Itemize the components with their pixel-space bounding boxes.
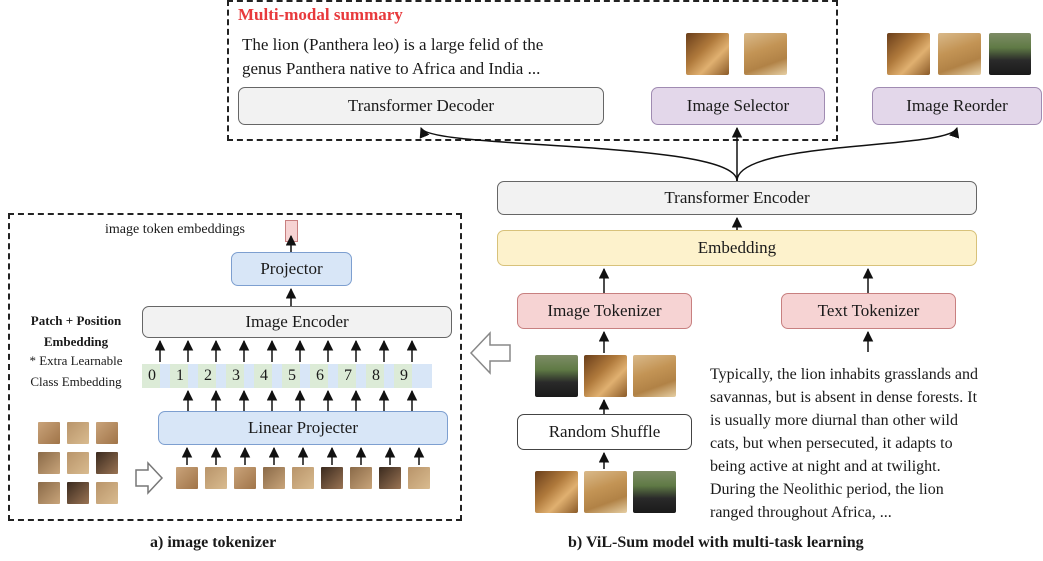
position-token: 3 [226,364,246,388]
image-patch [96,482,118,504]
linear-projecter-box: Linear Projecter [158,411,448,445]
arrow-encoder-to-reorder [736,127,960,182]
image-tokenizer-panel [8,213,462,521]
position-token: 1 [170,364,190,388]
position-token: 5 [282,364,302,388]
position-token: 6 [310,364,330,388]
image-patch [67,452,89,474]
image-patch [67,422,89,444]
input-text-line: is usually more diurnal than other wild [710,412,958,429]
shuffled-image-lioness [633,355,676,397]
input-text-line: Typically, the lion inhabits grasslands … [710,366,979,383]
summary-text-line2: genus Panthera native to Africa and Indi… [242,59,541,78]
flattened-patch [234,467,256,489]
input-image-lioness [584,471,627,513]
flattened-patch [350,467,372,489]
image-encoder-box: Image Encoder [142,306,452,338]
flattened-patch [321,467,343,489]
caption-b: b) ViL-Sum model with multi-task learnin… [568,534,864,551]
image-patch [67,482,89,504]
patch-embedding-token [412,364,432,388]
summary-title: Multi-modal summary [238,5,403,24]
selected-image-lion [686,33,729,75]
input-text-line: ranged throughout Africa, ... [710,504,892,521]
flattened-patch [408,467,430,489]
input-image-lion [535,471,578,513]
image-selector-box: Image Selector [651,87,825,125]
hollow-arrow-tokenizer-detail [469,331,511,375]
position-token: 8 [366,364,386,388]
position-token: 4 [254,364,274,388]
flattened-patch [292,467,314,489]
transformer-decoder-box: Transformer Decoder [238,87,604,125]
image-tokenizer-box: Image Tokenizer [517,293,692,329]
position-token: 2 [198,364,218,388]
image-patch [38,452,60,474]
embedding-box: Embedding [497,230,977,266]
arrow-encoder-to-decoder [419,127,738,182]
input-image-man [633,471,676,513]
flattened-patch [263,467,285,489]
image-patch [38,422,60,444]
extra-class-label: * Extra Learnable Class Embedding [14,350,138,392]
reordered-image-2 [938,33,981,75]
input-text-line: savannas, but is absent in dense forests… [710,389,978,406]
projector-box: Projector [231,252,352,286]
position-token: 9 [394,364,414,388]
flattened-patch [176,467,198,489]
patch-position-line1: Patch + Position [30,313,122,328]
image-reorder-box: Image Reorder [872,87,1042,125]
flattened-patch [379,467,401,489]
input-text-line: cats, but when persecuted, it adapts to [710,435,953,452]
extra-class-line2: Class Embedding [30,374,122,389]
reordered-image-1 [887,33,930,75]
image-patch [96,452,118,474]
image-patch [96,422,118,444]
shuffled-image-lion [584,355,627,397]
input-text-line: being active at night and at twilight. [710,458,941,475]
shuffled-image-man [535,355,578,397]
transformer-encoder-box: Transformer Encoder [497,181,977,215]
flattened-patch [205,467,227,489]
selected-image-lioness [744,33,787,75]
text-tokenizer-box: Text Tokenizer [781,293,956,329]
summary-region [227,0,838,141]
hollow-arrow-grid-to-row [135,461,164,495]
image-patch [38,482,60,504]
position-token: 7 [338,364,358,388]
position-token: 0 [142,364,162,388]
input-text-line: During the Neolithic period, the lion [710,481,944,498]
image-token-embeddings-label: image token embeddings [105,222,245,237]
summary-text-line1: The lion (Panthera leo) is a large felid… [242,35,544,54]
patch-position-label: Patch + Position Embedding [14,310,138,352]
caption-a: a) image tokenizer [150,534,277,551]
reordered-image-3 [989,33,1031,75]
random-shuffle-box: Random Shuffle [517,414,692,450]
patch-position-line2: Embedding [43,334,109,349]
extra-class-line1: * Extra Learnable [29,353,123,368]
